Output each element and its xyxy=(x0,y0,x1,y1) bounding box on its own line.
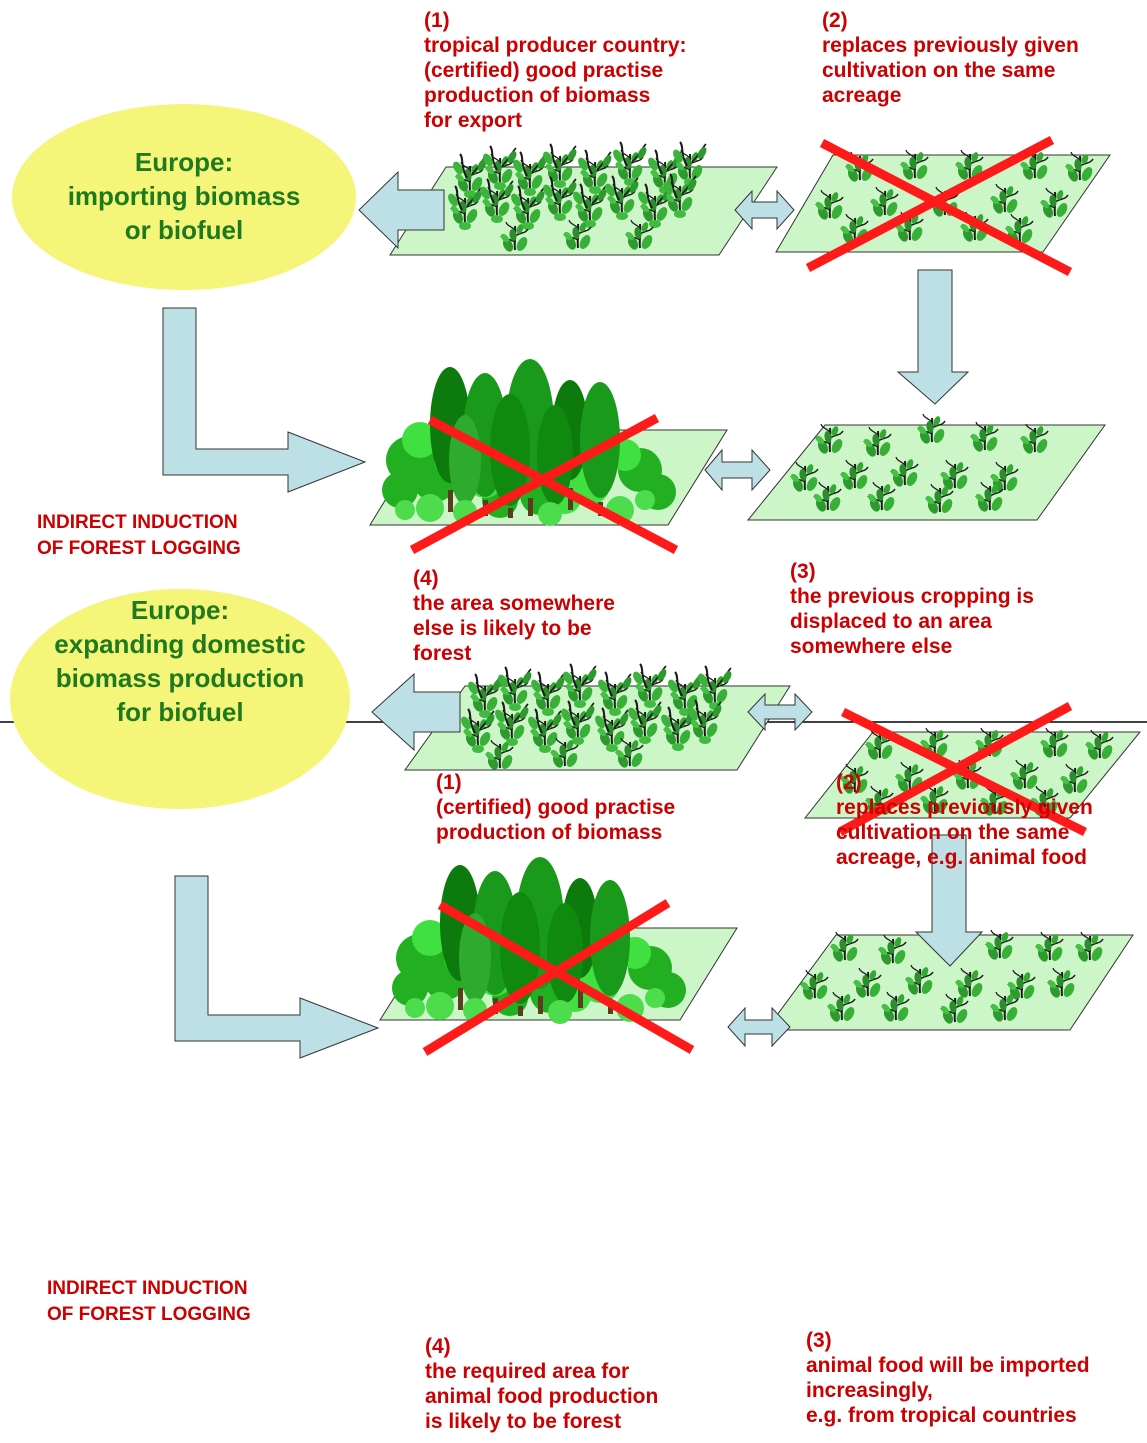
top-panel xyxy=(12,104,1111,554)
label-line: acreage xyxy=(822,84,902,107)
label-line: acreage, e.g. animal food xyxy=(836,846,1087,869)
label-line: the area somewhere xyxy=(413,592,615,615)
label-line: cultivation on the same xyxy=(822,59,1056,82)
step-3-label-bottom: (3) animal food will be imported increas… xyxy=(806,1328,1090,1428)
step-1-label-bottom: (1) (certified) good practise production… xyxy=(436,770,675,845)
step-1-label-top: (1) tropical producer country: (certifie… xyxy=(424,8,687,133)
arrow-double-bottom-1 xyxy=(747,692,813,732)
label-line: cultivation on the same xyxy=(836,821,1070,844)
arrow-left-top xyxy=(358,170,445,250)
label-line: expanding domestic xyxy=(54,629,306,659)
arrow-elbow-bottom xyxy=(174,875,380,1059)
europe-label-bottom: Europe: expanding domestic biomass produ… xyxy=(10,593,350,729)
label-line: for export xyxy=(424,109,523,132)
label-line: (certified) good practise xyxy=(436,796,676,819)
red-cross-icon xyxy=(422,899,695,1056)
label-line: else is likely to be xyxy=(413,617,592,640)
arrow-down-top xyxy=(896,269,970,405)
label-line: (3) xyxy=(806,1329,832,1352)
europe-ellipse-top xyxy=(12,104,356,290)
step-3-label-top: (3) the previous cropping is displaced t… xyxy=(790,559,1034,659)
label-line: replaces previously given xyxy=(822,34,1079,57)
label-line: the required area for xyxy=(425,1360,630,1383)
field-3-bottom xyxy=(765,923,1134,1031)
europe-label-top: Europe: importing biomass or biofuel xyxy=(34,145,334,247)
field-2-bottom xyxy=(803,702,1142,837)
label-line: biomass production xyxy=(55,663,305,693)
label-line: (certified) good practise xyxy=(424,59,664,82)
label-line: or biofuel xyxy=(124,215,244,245)
label-line: forest xyxy=(413,642,472,665)
label-line: (2) xyxy=(836,771,862,794)
label-line: OF FOREST LOGGING xyxy=(37,538,241,559)
bottom-panel xyxy=(10,589,1142,1059)
label-line: importing biomass xyxy=(67,181,301,211)
block-arrows xyxy=(174,672,984,1059)
label-line: somewhere else xyxy=(790,635,953,658)
label-line: INDIRECT INDUCTION xyxy=(37,512,238,533)
label-line: Europe: xyxy=(134,147,234,177)
label-line: OF FOREST LOGGING xyxy=(47,1304,251,1325)
field-1-top xyxy=(389,142,778,256)
label-line: (4) xyxy=(413,567,439,590)
indirect-induction-label-bottom: INDIRECT INDUCTION OF FOREST LOGGING xyxy=(47,1276,251,1328)
label-line: e.g. from tropical countries xyxy=(806,1404,1077,1427)
label-line: the previous cropping is xyxy=(790,585,1034,608)
step-4-label-top: (4) the area somewhere else is likely to… xyxy=(413,566,615,666)
label-line: replaces previously given xyxy=(836,796,1093,819)
arrow-elbow-top xyxy=(162,307,367,493)
arrow-double-top-1 xyxy=(734,189,795,231)
label-line: for biofuel xyxy=(116,697,244,727)
indirect-induction-label-top: INDIRECT INDUCTION OF FOREST LOGGING xyxy=(37,510,241,562)
label-line: (2) xyxy=(822,9,848,32)
label-line: (1) xyxy=(436,771,462,794)
arrow-double-bottom-2 xyxy=(727,1006,791,1048)
label-line: animal food will be imported xyxy=(806,1354,1090,1377)
label-line: (4) xyxy=(425,1335,451,1358)
field-2-top xyxy=(775,136,1111,276)
field-3-top xyxy=(746,413,1106,521)
field-1-bottom xyxy=(404,664,791,773)
arrow-down-bottom xyxy=(914,834,984,967)
label-line: Europe: xyxy=(130,595,230,625)
arrow-double-top-2 xyxy=(704,448,771,492)
forest-field-bottom xyxy=(379,857,738,1056)
label-line: increasingly, xyxy=(806,1379,933,1402)
label-line: animal food production xyxy=(425,1385,659,1408)
label-line: (3) xyxy=(790,560,816,583)
forest-field-top xyxy=(369,359,728,554)
label-line: INDIRECT INDUCTION xyxy=(47,1278,248,1299)
step-4-label-bottom: (4) the required area for animal food pr… xyxy=(425,1334,658,1434)
label-line: is likely to be forest xyxy=(425,1410,622,1433)
red-cross-icon xyxy=(837,702,1087,837)
europe-ellipse-bottom xyxy=(10,589,350,809)
label-line: production of biomass xyxy=(424,84,651,107)
step-2-label-top: (2) replaces previously given cultivatio… xyxy=(822,8,1079,108)
label-line: tropical producer country: xyxy=(424,34,687,57)
label-line: (1) xyxy=(424,9,450,32)
step-2-label-bottom: (2) replaces previously given cultivatio… xyxy=(836,770,1093,870)
block-arrows xyxy=(162,170,970,493)
label-line: displaced to an area xyxy=(790,610,992,633)
arrow-left-bottom xyxy=(371,672,461,752)
red-cross-icon xyxy=(409,414,679,554)
red-cross-icon xyxy=(805,136,1073,276)
label-line: production of biomass xyxy=(436,821,663,844)
